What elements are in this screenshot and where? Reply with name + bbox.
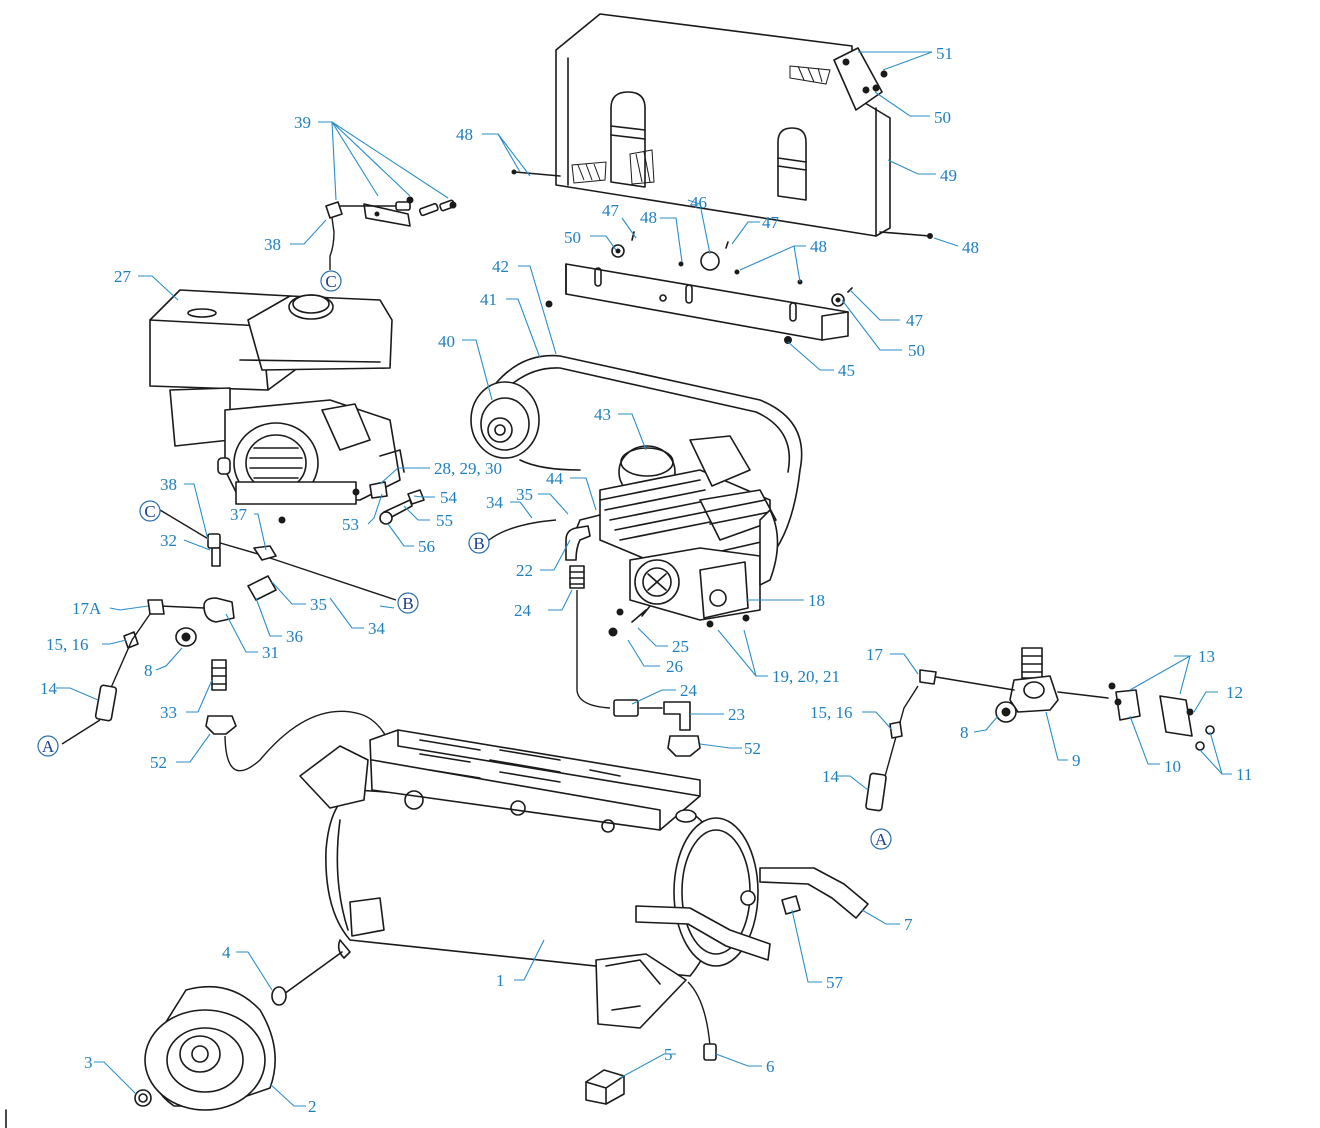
connector-markers: C C B B A A [37, 270, 892, 850]
callout-6: 6 [766, 1057, 775, 1076]
callout-52: 52 [744, 739, 761, 758]
belt-guard [511, 13, 933, 239]
callout-11: 11 [1236, 765, 1252, 784]
callout-47: 47 [906, 311, 924, 330]
callout-8: 8 [144, 661, 153, 680]
callout-13: 13 [1198, 647, 1215, 666]
callout-15-16: 15, 16 [810, 703, 853, 722]
callout-17A: 17A [72, 599, 102, 618]
callout-42: 42 [492, 257, 509, 276]
belt-guard-bracket [545, 231, 853, 344]
callout-47: 47 [762, 213, 780, 232]
regulator-assembly [865, 647, 1215, 812]
callout-49: 49 [940, 166, 957, 185]
callout-36: 36 [286, 627, 303, 646]
callout-50: 50 [934, 108, 951, 127]
callout-46: 46 [690, 193, 707, 212]
callout-10: 10 [1164, 757, 1181, 776]
callout-31: 31 [262, 643, 279, 662]
callout-50: 50 [908, 341, 925, 360]
callout-8: 8 [960, 723, 969, 742]
callout-32: 32 [160, 531, 177, 550]
callout-24: 24 [680, 681, 698, 700]
callout-27: 27 [114, 267, 132, 286]
callout-56: 56 [418, 537, 435, 556]
callout-43: 43 [594, 405, 611, 424]
connector-c-top: C [325, 272, 336, 291]
callout-26: 26 [666, 657, 683, 676]
callout-48: 48 [962, 238, 979, 257]
callout-50: 50 [564, 228, 581, 247]
callout-41: 41 [480, 290, 497, 309]
callout-48: 48 [456, 125, 473, 144]
connector-a-left: A [42, 737, 55, 756]
callout-54: 54 [440, 488, 458, 507]
callout-34: 34 [486, 493, 504, 512]
callout-17: 17 [866, 645, 884, 664]
callout-48: 48 [810, 237, 827, 256]
callout-37: 37 [230, 505, 248, 524]
callout-35: 35 [310, 595, 327, 614]
callout-labels: 51 50 49 48 48 47 48 46 47 48 50 42 41 4… [40, 44, 1252, 1116]
callout-2: 2 [308, 1097, 317, 1116]
engine-bolts [379, 489, 425, 525]
connector-c-left: C [144, 502, 155, 521]
connector-a-right: A [875, 830, 888, 849]
callout-19-20-21: 19, 20, 21 [772, 667, 840, 686]
left-fitting-assembly [61, 509, 397, 772]
callout-40: 40 [438, 332, 455, 351]
callout-53: 53 [342, 515, 359, 534]
callout-38: 38 [264, 235, 281, 254]
wheel [134, 985, 276, 1111]
callout-23: 23 [728, 705, 745, 724]
callout-44: 44 [546, 469, 564, 488]
callout-34: 34 [368, 619, 386, 638]
callout-57: 57 [826, 973, 844, 992]
callout-25: 25 [672, 637, 689, 656]
callout-52: 52 [150, 753, 167, 772]
callout-4: 4 [222, 943, 231, 962]
callout-7: 7 [904, 915, 913, 934]
callout-28-29-30: 28, 29, 30 [434, 459, 502, 478]
throttle-linkage [325, 196, 457, 270]
callout-55: 55 [436, 511, 453, 530]
callout-51: 51 [936, 44, 953, 63]
callout-5: 5 [664, 1045, 673, 1064]
connector-b-left: B [473, 534, 484, 553]
callout-47: 47 [602, 201, 620, 220]
callout-39: 39 [294, 113, 311, 132]
callout-14: 14 [822, 767, 840, 786]
callout-33: 33 [160, 703, 177, 722]
callout-24: 24 [514, 601, 532, 620]
callout-22: 22 [516, 561, 533, 580]
callout-48: 48 [640, 208, 657, 227]
air-tank [271, 729, 869, 1061]
callout-1: 1 [496, 971, 505, 990]
callout-3: 3 [84, 1053, 93, 1072]
callout-18: 18 [808, 591, 825, 610]
compressor-pump [571, 435, 779, 628]
callout-38: 38 [160, 475, 177, 494]
callout-12: 12 [1226, 683, 1243, 702]
callout-45: 45 [838, 361, 855, 380]
foot-pad [585, 1069, 625, 1105]
callout-9: 9 [1072, 751, 1081, 770]
gas-engine [149, 289, 405, 524]
leader-lines [56, 51, 1232, 1107]
connector-b-right: B [402, 594, 413, 613]
discharge-tube [565, 525, 701, 757]
callout-14: 14 [40, 679, 58, 698]
callout-15-16: 15, 16 [46, 635, 89, 654]
callout-35: 35 [516, 485, 533, 504]
